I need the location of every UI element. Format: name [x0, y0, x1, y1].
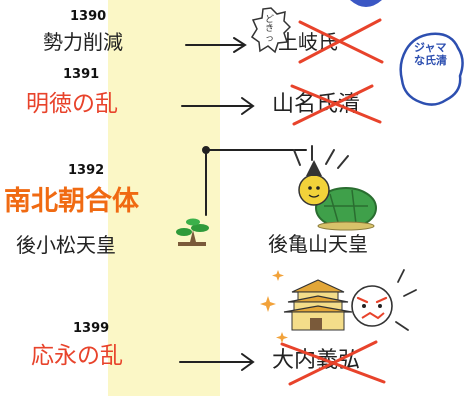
castle-pagoda-icon — [283, 279, 353, 331]
connection-line — [202, 146, 307, 216]
doki-bubble-shape — [250, 7, 292, 54]
jama-text: ジャマな氏清 — [414, 41, 447, 67]
jama-bubble: ジャマな氏清 — [396, 30, 466, 110]
year-1399: 1399 — [73, 321, 110, 336]
cross-out-mark — [298, 18, 384, 64]
bonsai-tree-icon — [176, 218, 209, 246]
doki-bubble: どきっ — [250, 6, 292, 62]
event-label-meitoku: 明徳の乱 — [26, 91, 118, 117]
target-toki: 土岐氏 — [278, 30, 338, 54]
arrow-right-icon — [179, 353, 255, 371]
jama-bubble-shape — [399, 32, 464, 106]
arrow-right-icon — [181, 97, 255, 115]
blue-circle-decoration — [350, 0, 382, 7]
highlight-band — [108, 0, 220, 396]
target-yamana: 山名氏清 — [272, 92, 361, 117]
event-label-oei: 応永の乱 — [31, 343, 123, 369]
cross-out-mark — [290, 84, 382, 126]
year-1390: 1390 — [70, 9, 107, 24]
arrow-right-icon — [185, 37, 247, 53]
year-1392: 1392 — [68, 163, 105, 178]
emperor-gokameyama: 後亀山天皇 — [268, 232, 368, 256]
cross-out-mark — [280, 340, 386, 386]
year-1391: 1391 — [63, 67, 100, 82]
angry-face-icon — [351, 269, 417, 331]
event-label-reduction: 勢力削減 — [43, 30, 123, 54]
sparkle-icon — [260, 270, 288, 343]
doki-text: どきっ — [265, 15, 275, 44]
event-label-unification: 南北朝合体 — [4, 186, 139, 217]
emperor-gokomatsu: 後小松天皇 — [16, 233, 116, 257]
turtle-emperor-icon — [293, 145, 377, 231]
